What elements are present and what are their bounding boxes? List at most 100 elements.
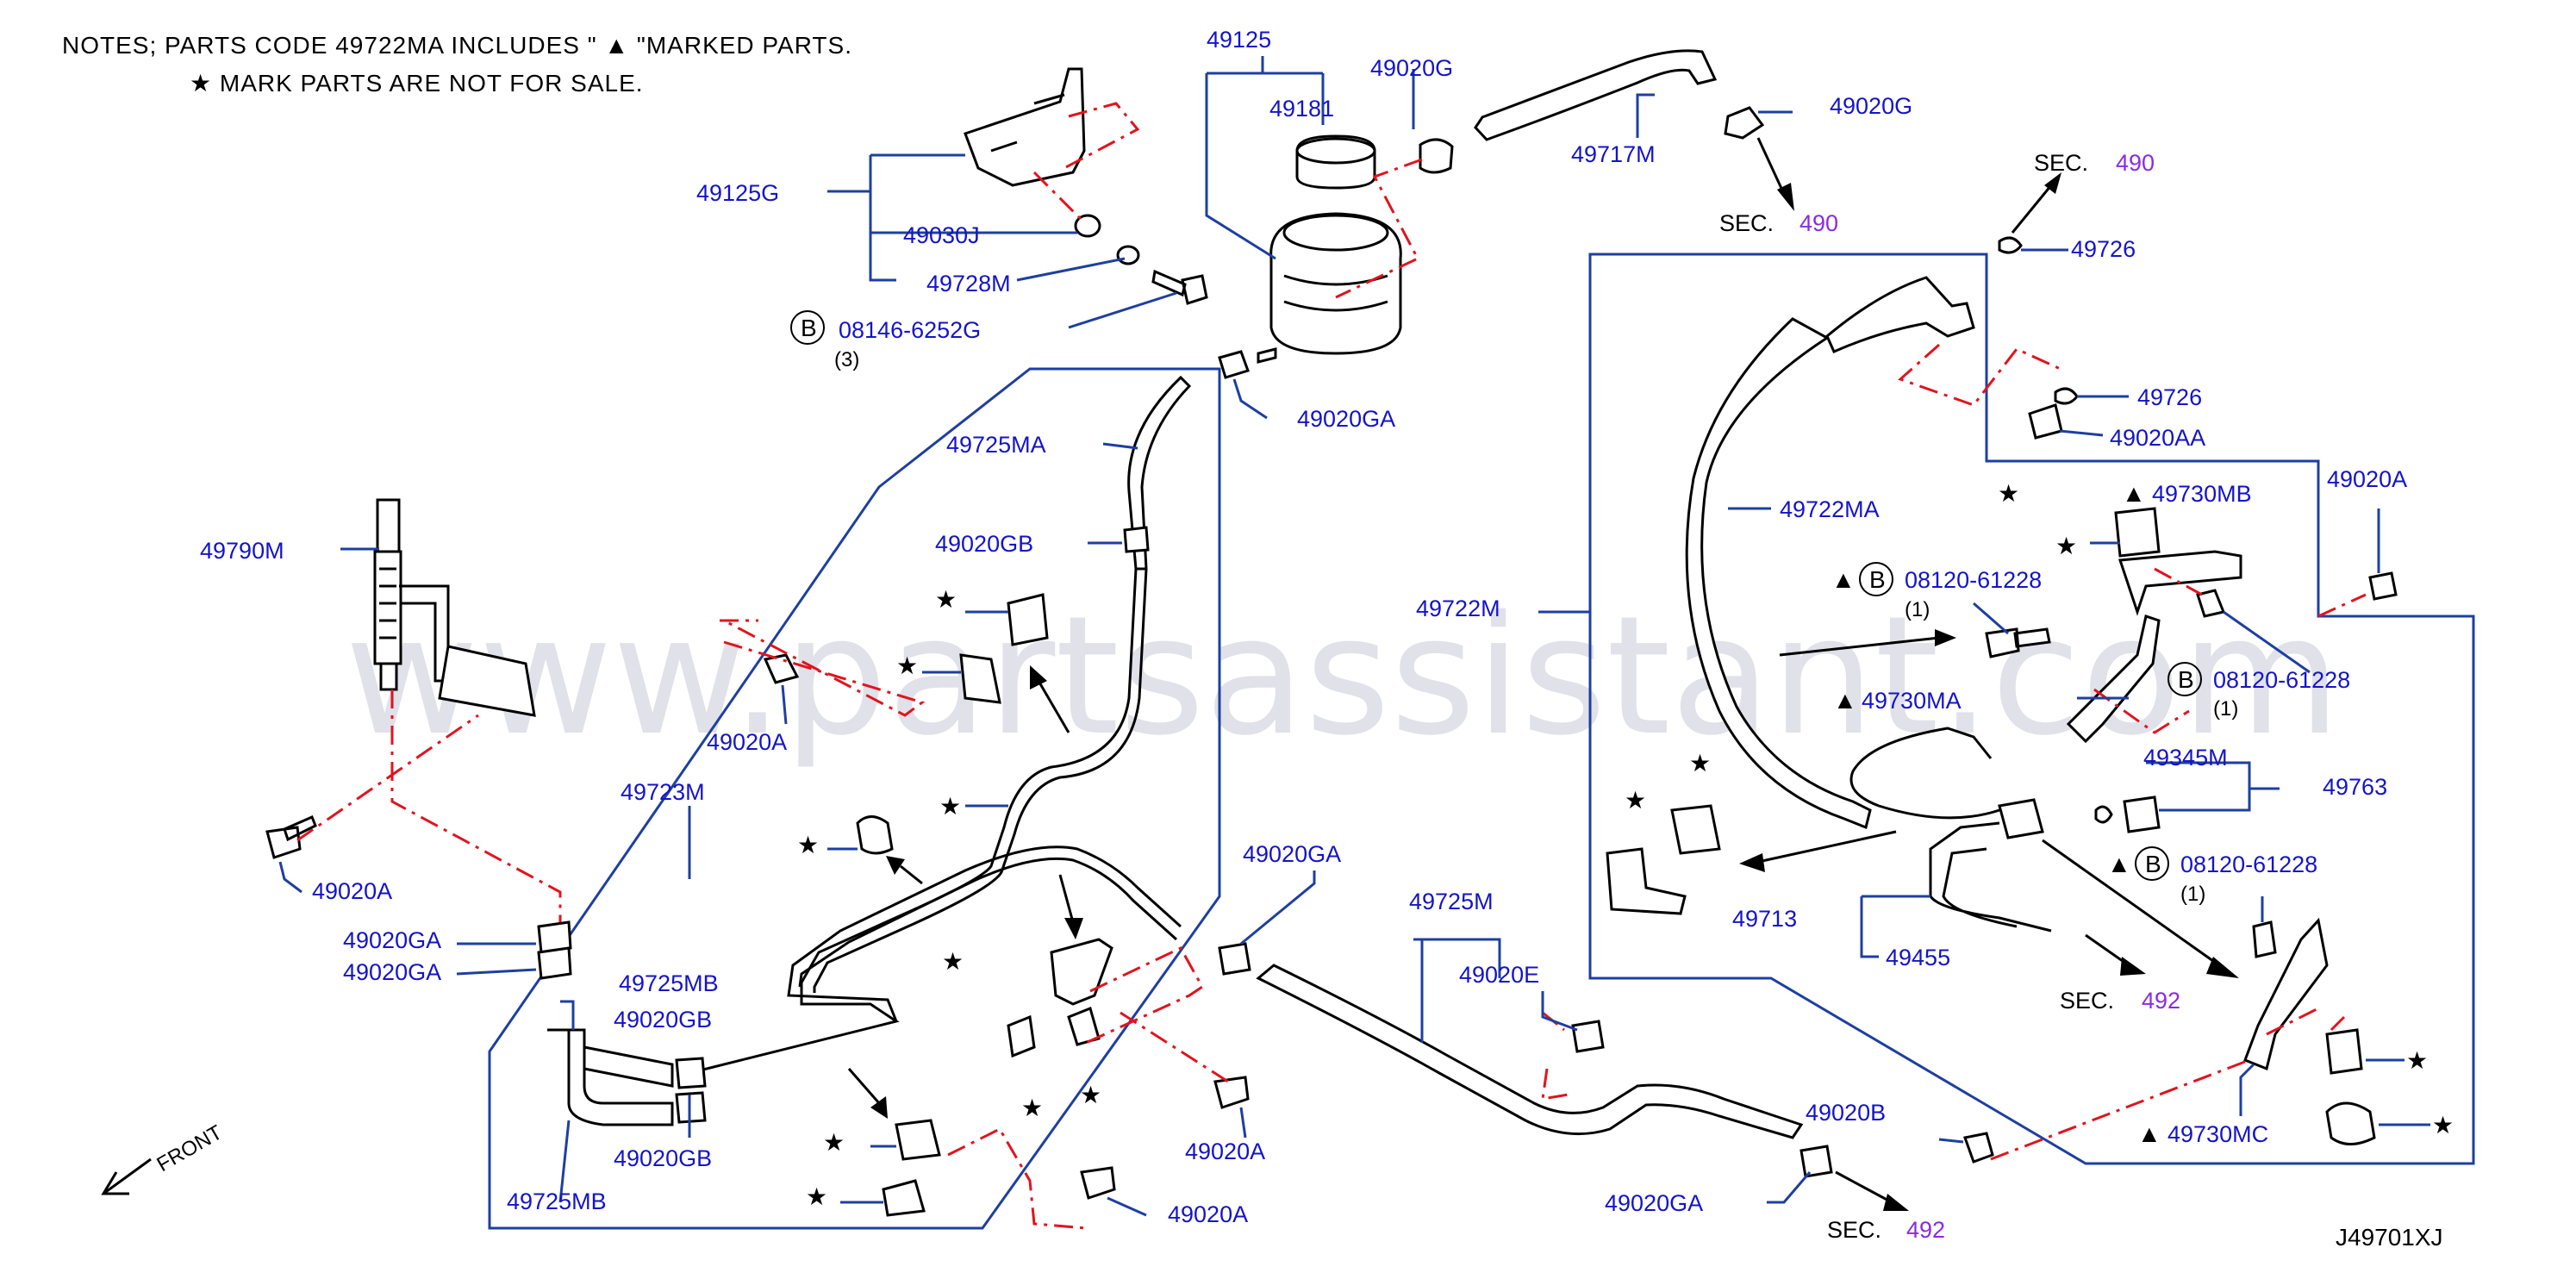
label-49020gb-top[interactable]: 49020GB (935, 531, 1033, 557)
sec-num-492-bottom[interactable]: 492 (1906, 1217, 1945, 1243)
label-49020a-bottom-2[interactable]: 49020A (1168, 1201, 1248, 1227)
label-49722m[interactable]: 49722M (1416, 596, 1500, 621)
sec-num-492-right[interactable]: 492 (2142, 988, 2180, 1014)
label-49763[interactable]: 49763 (2323, 774, 2387, 800)
bolt-symbol-circle-08146 (790, 310, 825, 345)
arrow-head-to-clip (1739, 853, 1765, 872)
label-08120-2[interactable]: 08120-61228 (2213, 667, 2350, 693)
label-49181[interactable]: 49181 (1269, 96, 1334, 122)
label-49020ga-center[interactable]: 49020GA (1243, 841, 1341, 867)
cooler-49790m (373, 498, 536, 717)
oring-49726-lower (2054, 387, 2079, 405)
arrow-left-group-4 (847, 1068, 881, 1104)
leader-49728m (1016, 257, 1126, 282)
label-49030j[interactable]: 49030J (903, 222, 980, 248)
label-49020gb-bottom[interactable]: 49020GB (614, 1145, 712, 1171)
star-left-7: ★ (1080, 1082, 1101, 1108)
label-08146[interactable]: 08146-6252G (839, 317, 981, 343)
red-line-top-right (1898, 343, 2065, 407)
label-08120-1[interactable]: 08120-61228 (1905, 567, 2042, 593)
label-49455[interactable]: 49455 (1886, 945, 1950, 970)
clamp-49020e (1571, 1020, 1605, 1053)
label-49713[interactable]: 49713 (1732, 906, 1797, 932)
label-49020gb-mid[interactable]: 49020GB (614, 1007, 712, 1033)
star-clip-left: ★ (1689, 750, 1711, 777)
label-08120-3[interactable]: 08120-61228 (2180, 852, 2317, 877)
leader-08146 (1068, 291, 1177, 329)
clip-49730mb (2114, 507, 2161, 558)
clamp-49020ga-left-2 (537, 946, 572, 980)
label-49020ga-left-2[interactable]: 49020GA (343, 959, 441, 985)
clip-49730mc (2325, 1028, 2363, 1075)
label-49728m[interactable]: 49728M (926, 271, 1011, 296)
bolt-49020a-bottom-2 (1080, 1166, 1116, 1200)
leader-08120-1 (1973, 602, 2009, 635)
label-49020g-right[interactable]: 49020G (1830, 93, 1912, 119)
label-49020a-left[interactable]: 49020A (312, 878, 392, 904)
sec-num-490-top[interactable]: 490 (1799, 210, 1838, 236)
leader-49125 (1205, 56, 1325, 260)
label-49020a-mid[interactable]: 49020A (707, 729, 787, 755)
group-outline-49723m (488, 367, 1221, 1230)
clamp-49020g-top (1419, 138, 1454, 174)
oring-49345m (2094, 805, 2113, 824)
label-49020ga-bottom[interactable]: 49020GA (1605, 1190, 1703, 1216)
label-49020aa[interactable]: 49020AA (2110, 425, 2205, 451)
leader-49725m (1413, 938, 1501, 1043)
triangle-49730mb: ▲ (2122, 480, 2146, 507)
leader-49020a-bottom-2 (1107, 1196, 1147, 1217)
leader-49020b (1938, 1138, 1964, 1144)
label-49020b[interactable]: 49020B (1806, 1100, 1886, 1126)
star-49730mc-clip: ★ (2406, 1047, 2428, 1074)
label-49020e[interactable]: 49020E (1459, 962, 1539, 988)
label-49730mb[interactable]: 49730MB (2152, 481, 2252, 507)
pipe-49723m-main (787, 845, 1182, 1022)
bolt-symbol-circle-08120-3 (2135, 846, 2169, 881)
bolt-08120-3 (2252, 920, 2277, 958)
label-49725m[interactable]: 49725M (1409, 889, 1494, 914)
label-49717m[interactable]: 49717M (1571, 141, 1656, 167)
label-49730ma[interactable]: 49730MA (1862, 688, 1962, 714)
label-49723m[interactable]: 49723M (621, 779, 705, 805)
leader-49020a-bottom-1 (1239, 1107, 1247, 1139)
bracket-49730ma (2066, 615, 2161, 744)
label-49725ma[interactable]: 49725MA (946, 432, 1046, 458)
star-bracket-left: ★ (1625, 787, 1646, 814)
arrow-head-left-group-3 (1064, 918, 1083, 939)
leader-49020ga-left (456, 942, 537, 976)
bolt-49020a-right (2368, 571, 2398, 601)
label-49730mc[interactable]: 49730MC (2167, 1121, 2268, 1147)
label-49125[interactable]: 49125 (1207, 27, 1271, 53)
label-49020a-bottom-1[interactable]: 49020A (1185, 1139, 1265, 1164)
arrow-head-sec490-top (1777, 183, 1794, 211)
label-49726-lower[interactable]: 49726 (2137, 384, 2202, 410)
watermark-text: www.partsassistant.com (345, 581, 2341, 771)
label-49020g-top[interactable]: 49020G (1370, 55, 1453, 81)
bolt-symbol-08146: B (801, 315, 817, 341)
label-49125g[interactable]: 49125G (696, 180, 779, 206)
label-49020ga-top[interactable]: 49020GA (1297, 406, 1395, 432)
label-49020ga-left-1[interactable]: 49020GA (343, 927, 441, 953)
arrow-head-left-group-1 (1030, 665, 1047, 689)
washer-49728m (1116, 245, 1140, 265)
label-49725mb-top[interactable]: 49725MB (619, 970, 719, 996)
pipe-49713 (1849, 727, 2052, 933)
sec-num-490-right[interactable]: 490 (2116, 150, 2155, 176)
bolt-symbol-circle-08120-1 (1859, 562, 1893, 596)
hose-49722ma (1685, 317, 1872, 830)
label-49790m[interactable]: 49790M (200, 538, 284, 564)
clip-star-2 (959, 653, 1001, 704)
label-49020a-right[interactable]: 49020A (2327, 466, 2407, 492)
label-49726-top[interactable]: 49726 (2071, 236, 2136, 262)
arrow-to-49730mc (2042, 839, 2220, 967)
red-line-bottom-clip (947, 1127, 1087, 1230)
arrow-to-bracket (1779, 636, 1940, 657)
bolt-08146 (1151, 269, 1208, 305)
label-49722ma[interactable]: 49722MA (1780, 496, 1880, 522)
bolt-49020a-bottom-1 (1213, 1076, 1250, 1109)
label-49345m[interactable]: 49345M (2143, 745, 2228, 771)
bolt-49020a-left (265, 815, 317, 859)
label-49725mb-bottom[interactable]: 49725MB (507, 1189, 607, 1214)
arrow-head-to-bracket (1935, 629, 1956, 646)
clamp-49020ga-reservoir (1218, 350, 1250, 379)
